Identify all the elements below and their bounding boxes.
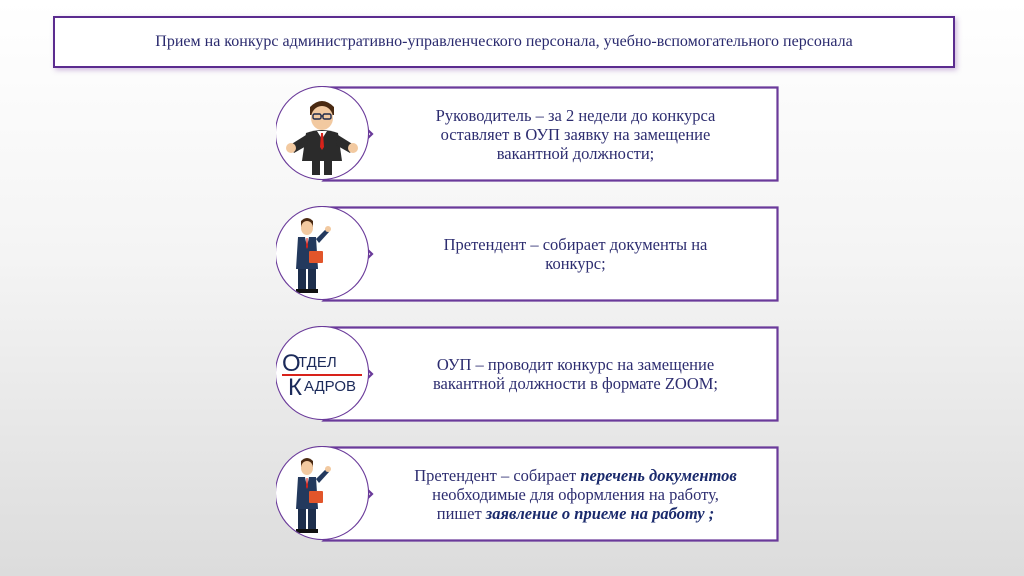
step-1: Руководитель – за 2 недели до конкурса о… [276, 86, 779, 182]
step-4-line-3: пишет заявление о приеме на работу ; [414, 504, 737, 523]
logo-bottom-word: АДРОВ [304, 378, 356, 395]
step-4-line-1: Претендент – собирает перечень документо… [414, 466, 737, 485]
step-2-line-2: конкурс; [545, 254, 606, 273]
step-3-line-1: ОУП – проводит конкурс на замещение [436, 355, 715, 374]
manager-icon [276, 87, 368, 179]
step-1-line-1: Руководитель – за 2 недели до конкурса [435, 105, 716, 125]
step-3: О ТДЕЛ К АДРОВ ОУП – проводит конкурс на… [276, 326, 779, 422]
applicant-icon [276, 447, 368, 539]
step-2-line-1: Претендент – собирает документы на [443, 235, 708, 254]
step-4-text: Претендент – собирает перечень документо… [372, 446, 779, 542]
step-3-line-2: вакантной должности в формате ZOOM; [432, 374, 718, 393]
step-2: Претендент – собирает документы на конку… [276, 206, 779, 302]
step-1-text: Руководитель – за 2 недели до конкурса о… [372, 86, 779, 182]
logo-top-word: ТДЕЛ [298, 354, 337, 371]
step-3-text: ОУП – проводит конкурс на замещение вака… [372, 326, 779, 422]
hr-department-logo: О ТДЕЛ К АДРОВ [276, 327, 368, 419]
step-2-text: Претендент – собирает документы на конку… [372, 206, 779, 302]
step-1-line-2: оставляет в ОУП заявку на замещение [440, 124, 711, 144]
step-4: Претендент – собирает перечень документо… [276, 446, 779, 542]
slide-title: Прием на конкурс административно-управле… [53, 16, 955, 68]
step-4-line-2: необходимые для оформления на работу, [432, 484, 719, 504]
step-4-line-1-plain: Претендент – собирает [414, 465, 581, 485]
step-4-line-1-emphasis: перечень документов [580, 465, 737, 485]
logo-letter-k: К [288, 374, 302, 401]
applicant-icon [276, 207, 368, 299]
step-4-line-3-emphasis: заявление о приеме на работу ; [485, 503, 715, 523]
logo-letter-o: О [282, 350, 301, 377]
step-4-line-3-plain: пишет [436, 503, 486, 523]
step-1-line-3: вакантной должности; [496, 143, 655, 163]
